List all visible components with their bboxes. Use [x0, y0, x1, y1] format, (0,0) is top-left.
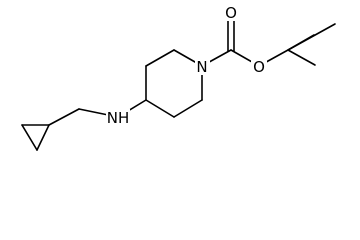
bond-layer — [21, 19, 336, 151]
bond-cp-b-c — [21, 124, 38, 151]
molecule-diagram: N O O NH — [21, 3, 336, 151]
bond-c4-c5 — [145, 99, 175, 118]
atom-o-ester: O — [253, 58, 265, 76]
mask-nh-amine — [106, 109, 130, 126]
mask-n-ring — [195, 58, 210, 75]
mask-o-carbonyl — [223, 3, 239, 21]
atom-o-carbonyl: O — [225, 4, 237, 22]
atom-n-ring: N — [196, 58, 207, 76]
atom-layer: N O O NH — [106, 3, 267, 127]
bond-cq-me2 — [287, 23, 336, 51]
bond-cq-me3 — [287, 49, 316, 66]
bond-cp-a-b — [36, 124, 50, 151]
mask-o-ester — [251, 58, 267, 75]
bond-c2-c3 — [145, 49, 175, 67]
bond-ch2-cyclopropyl — [48, 108, 80, 126]
bond-c5-c6 — [173, 99, 203, 118]
atom-nh-amine: NH — [107, 109, 130, 127]
